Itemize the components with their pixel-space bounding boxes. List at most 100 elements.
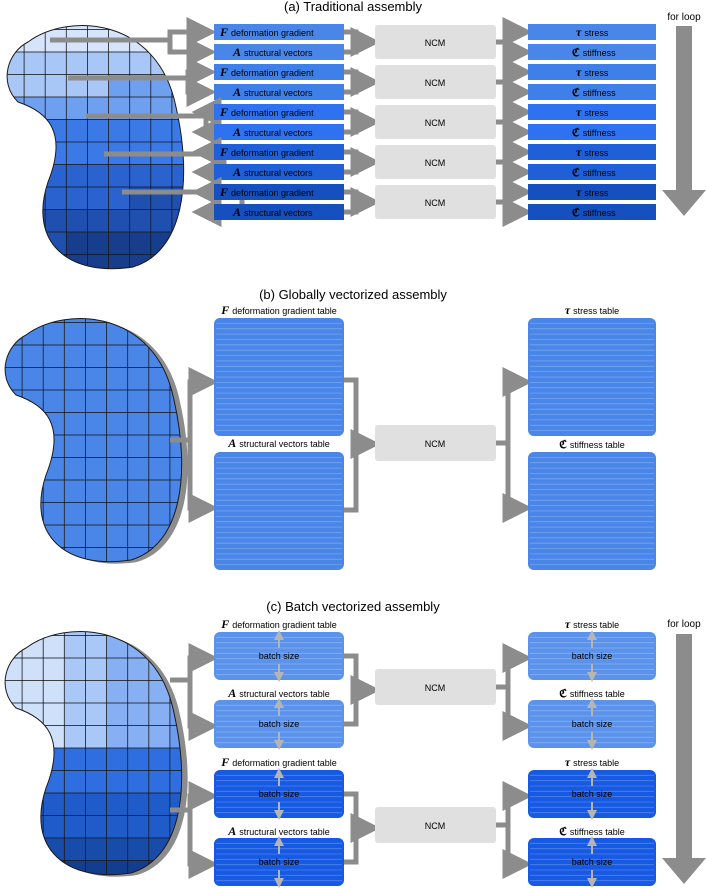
mesh-cell (108, 25, 131, 31)
mesh-cell (5, 502, 24, 526)
ncm-to-table-arrow (502, 443, 533, 523)
mesh-cell (171, 209, 184, 233)
mesh-cell (127, 479, 150, 504)
mesh-cell (106, 837, 129, 862)
stiffness-table (528, 452, 656, 570)
mesh-to-input-arrow (104, 137, 227, 167)
mesh-cell (85, 479, 108, 504)
mesh-cells (5, 631, 182, 875)
mesh-cell (63, 389, 87, 414)
mesh-cell (148, 792, 171, 817)
mesh-cell (150, 209, 173, 233)
mesh-cell (42, 815, 66, 839)
stress-batch-title-symbol: τ (565, 755, 571, 769)
mesh-cell (106, 680, 129, 704)
mesh-cell (65, 254, 89, 269)
mesh-cell (63, 702, 87, 727)
ncm-label: NCM (425, 78, 446, 88)
mesh-cell (150, 254, 173, 269)
mesh-cell (148, 770, 171, 794)
mesh-cell (85, 657, 108, 682)
mesh-cell (106, 547, 129, 562)
mesh-cell (129, 119, 152, 143)
mesh-cell (5, 457, 24, 481)
mesh-cell (21, 725, 45, 749)
structural-vectors-label: structural vectors (244, 88, 313, 98)
mesh-cell (127, 815, 150, 839)
batch-table-rect (214, 700, 344, 748)
mesh-cell (23, 74, 47, 98)
mesh-cell (21, 837, 45, 862)
mesh-cell (5, 680, 24, 704)
mesh-cell (150, 231, 173, 256)
mesh-cell (85, 412, 108, 436)
deformation-gradient-label: deformation gradient (231, 28, 314, 38)
mesh-cell (5, 631, 24, 637)
ncm-to-table-arrow (496, 367, 533, 446)
mesh-cell (21, 702, 45, 727)
mesh-cell (21, 389, 45, 414)
tau-symbol: τ (576, 145, 582, 159)
mesh-cell (108, 164, 131, 188)
mesh-b (4, 318, 188, 564)
mesh-cell (21, 860, 45, 875)
mesh-cell (106, 344, 129, 369)
c-symbol: ℭ (572, 167, 580, 179)
ncm-to-output-arrow (502, 197, 533, 227)
for-loop-label-a: for loop (667, 12, 701, 23)
mesh-cell (171, 119, 184, 143)
mesh-cell (65, 119, 89, 143)
stiffness-rect (528, 124, 656, 140)
stress-batch-title-symbol: τ (565, 617, 571, 631)
mesh-cell (44, 119, 68, 143)
mesh-cell (106, 412, 129, 436)
mesh-cell (21, 657, 45, 682)
batch-table-rect (528, 838, 656, 886)
stiffness-batch-title-symbol: ℭ (559, 826, 567, 838)
stress-table (528, 318, 656, 436)
mesh-cell (65, 164, 89, 188)
mesh-cell (42, 479, 66, 504)
tau-symbol: τ (576, 65, 582, 79)
mesh-cell (63, 837, 87, 862)
mesh-cell (23, 254, 47, 269)
mesh-outline (4, 631, 183, 876)
mesh-cell (63, 770, 87, 794)
mesh-cell (63, 457, 87, 481)
mesh-cell (44, 186, 68, 211)
mesh-cell (127, 344, 150, 369)
batch-size-label: batch size (572, 857, 613, 867)
mesh-cell (85, 635, 108, 659)
mesh-cell (171, 25, 184, 31)
ncm-box (375, 145, 496, 179)
for-loop-arrow-c (662, 634, 706, 884)
mesh-cell (23, 25, 47, 31)
structural-vectors-rect (214, 204, 344, 220)
mesh-cell (148, 389, 171, 414)
mesh-cell (85, 815, 108, 839)
c-symbol: ℭ (572, 127, 580, 139)
mesh-cell (5, 389, 24, 414)
A-symbol: A (232, 85, 241, 99)
mesh-cell (85, 344, 108, 369)
mesh-cell (63, 367, 87, 391)
mesh-cell (106, 524, 129, 549)
mesh-cell (7, 186, 26, 211)
ncm-box (375, 65, 496, 99)
